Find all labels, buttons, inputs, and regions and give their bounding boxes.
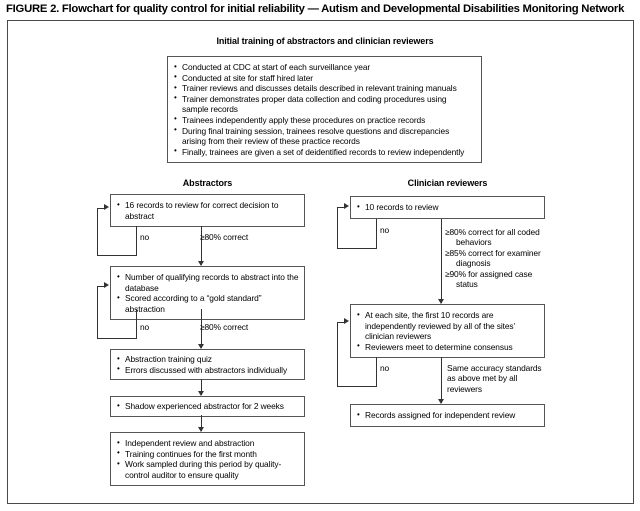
column-header-abstractors: Abstractors: [182, 178, 233, 188]
list-item: Number of qualifying records to abstract…: [116, 271, 299, 293]
arrow-abs-loop-1: [104, 204, 109, 210]
connector-abs-1-2: [201, 226, 202, 265]
intro-box: Conducted at CDC at start of each survei…: [167, 56, 482, 164]
connector-cln-2-3: [441, 357, 442, 403]
edge-label-abs-pass-1: ≥80% correct: [200, 232, 249, 242]
arrow-cln-loop-1: [344, 203, 349, 209]
connector-abs-3-4: [201, 379, 202, 395]
connector-abs-loop-2-down: [136, 309, 137, 338]
clinician-node-1: 10 records to review: [350, 196, 545, 219]
list-item: 16 records to review for correct decisio…: [116, 199, 299, 221]
list-item: Reviewers meet to determine consensus: [356, 341, 539, 353]
arrow-abs-2-3: [198, 344, 204, 349]
connector-cln-loop-1-in: [337, 207, 345, 208]
connector-cln-loop-2-down: [376, 357, 377, 386]
abstractors-node-1: 16 records to review for correct decisio…: [110, 194, 305, 228]
list-item: 10 records to review: [356, 202, 539, 213]
list-item: Finally, trainees are given a set of dei…: [173, 146, 475, 158]
criteria-line: ≥85% correct for examiner diagnosis: [445, 247, 541, 269]
list-item: Errors discussed with abstractors indivi…: [116, 364, 299, 376]
list-item: Trainees independently apply these proce…: [173, 114, 475, 126]
edge-label-cln-criteria: ≥80% correct for all coded behaviors ≥85…: [445, 227, 545, 289]
edge-label-abs-loop-2: no: [140, 322, 150, 332]
list-item: Records assigned for independent review: [356, 410, 539, 421]
arrow-cln-loop-2: [344, 318, 349, 324]
connector-cln-loop-2-up: [337, 322, 338, 387]
criteria-line: ≥80% correct for all coded behaviors: [445, 227, 540, 248]
connector-abs-loop-2-in: [97, 286, 105, 287]
clinician-node-2: At each site, the first 10 records are i…: [350, 304, 545, 359]
list-item: During final training session, trainees …: [173, 125, 475, 147]
arrow-abs-loop-2: [104, 282, 109, 288]
connector-cln-1-2: [441, 219, 442, 303]
connector-cln-loop-1-up: [337, 207, 338, 249]
abstractors-node-2: Number of qualifying records to abstract…: [110, 266, 305, 321]
list-item: Conducted at site for staff hired later: [173, 72, 475, 84]
arrow-abs-3-4: [198, 391, 204, 396]
list-item: Independent review and abstraction: [116, 438, 299, 449]
edge-label-abs-pass-2: ≥80% correct: [200, 322, 249, 332]
connector-abs-loop-1-up: [97, 208, 98, 256]
connector-cln-loop-2-left: [337, 386, 377, 387]
criteria-line: ≥90% for assigned case status: [445, 268, 533, 290]
list-item: Trainer reviews and discusses details de…: [173, 83, 475, 94]
figure-title: FIGURE 2. Flowchart for quality control …: [6, 3, 625, 15]
arrow-abs-1-2: [198, 261, 204, 266]
intro-heading: Initial training of abstractors and clin…: [216, 36, 434, 46]
connector-abs-2-3: [201, 309, 202, 348]
connector-abs-loop-1-in: [97, 208, 105, 209]
edge-label-cln-loop-1: no: [380, 225, 390, 235]
edge-label-cln-loop-2: no: [380, 363, 390, 373]
abstractors-node-3: Abstraction training quiz Errors discuss…: [110, 349, 305, 381]
arrow-cln-1-2: [438, 299, 444, 304]
list-item: Abstraction training quiz: [116, 354, 299, 365]
connector-abs-loop-2-left: [97, 338, 137, 339]
list-item: Scored according to a “gold standard” ab…: [116, 293, 299, 314]
connector-cln-loop-1-down: [376, 219, 377, 248]
clinician-node-3: Records assigned for independent review: [350, 404, 545, 427]
arrow-cln-2-3: [438, 399, 444, 404]
connector-abs-loop-2-up: [97, 286, 98, 339]
connector-abs-loop-1-down: [136, 226, 137, 255]
connector-abs-loop-1-left: [97, 255, 137, 256]
list-item: Trainer demonstrates proper data collect…: [173, 93, 475, 115]
abstractors-node-4: Shadow experienced abstractor for 2 week…: [110, 396, 305, 417]
list-item: At each site, the first 10 records are i…: [356, 310, 539, 342]
connector-cln-loop-2-in: [337, 322, 345, 323]
edge-label-cln-pass-2: Same accuracy standards as above met by …: [447, 363, 542, 394]
list-item: Shadow experienced abstractor for 2 week…: [116, 401, 299, 412]
edge-label-abs-loop-1: no: [140, 232, 150, 242]
abstractors-node-5: Independent review and abstraction Train…: [110, 432, 305, 487]
arrow-abs-4-5: [198, 427, 204, 432]
connector-abs-4-5: [201, 415, 202, 431]
list-item: Training continues for the first month: [116, 448, 299, 460]
list-item: Work sampled during this period by quali…: [116, 459, 299, 480]
list-item: Conducted at CDC at start of each survei…: [173, 62, 475, 73]
connector-cln-loop-1-left: [337, 248, 377, 249]
column-header-clinician-reviewers: Clinician reviewers: [407, 178, 488, 188]
